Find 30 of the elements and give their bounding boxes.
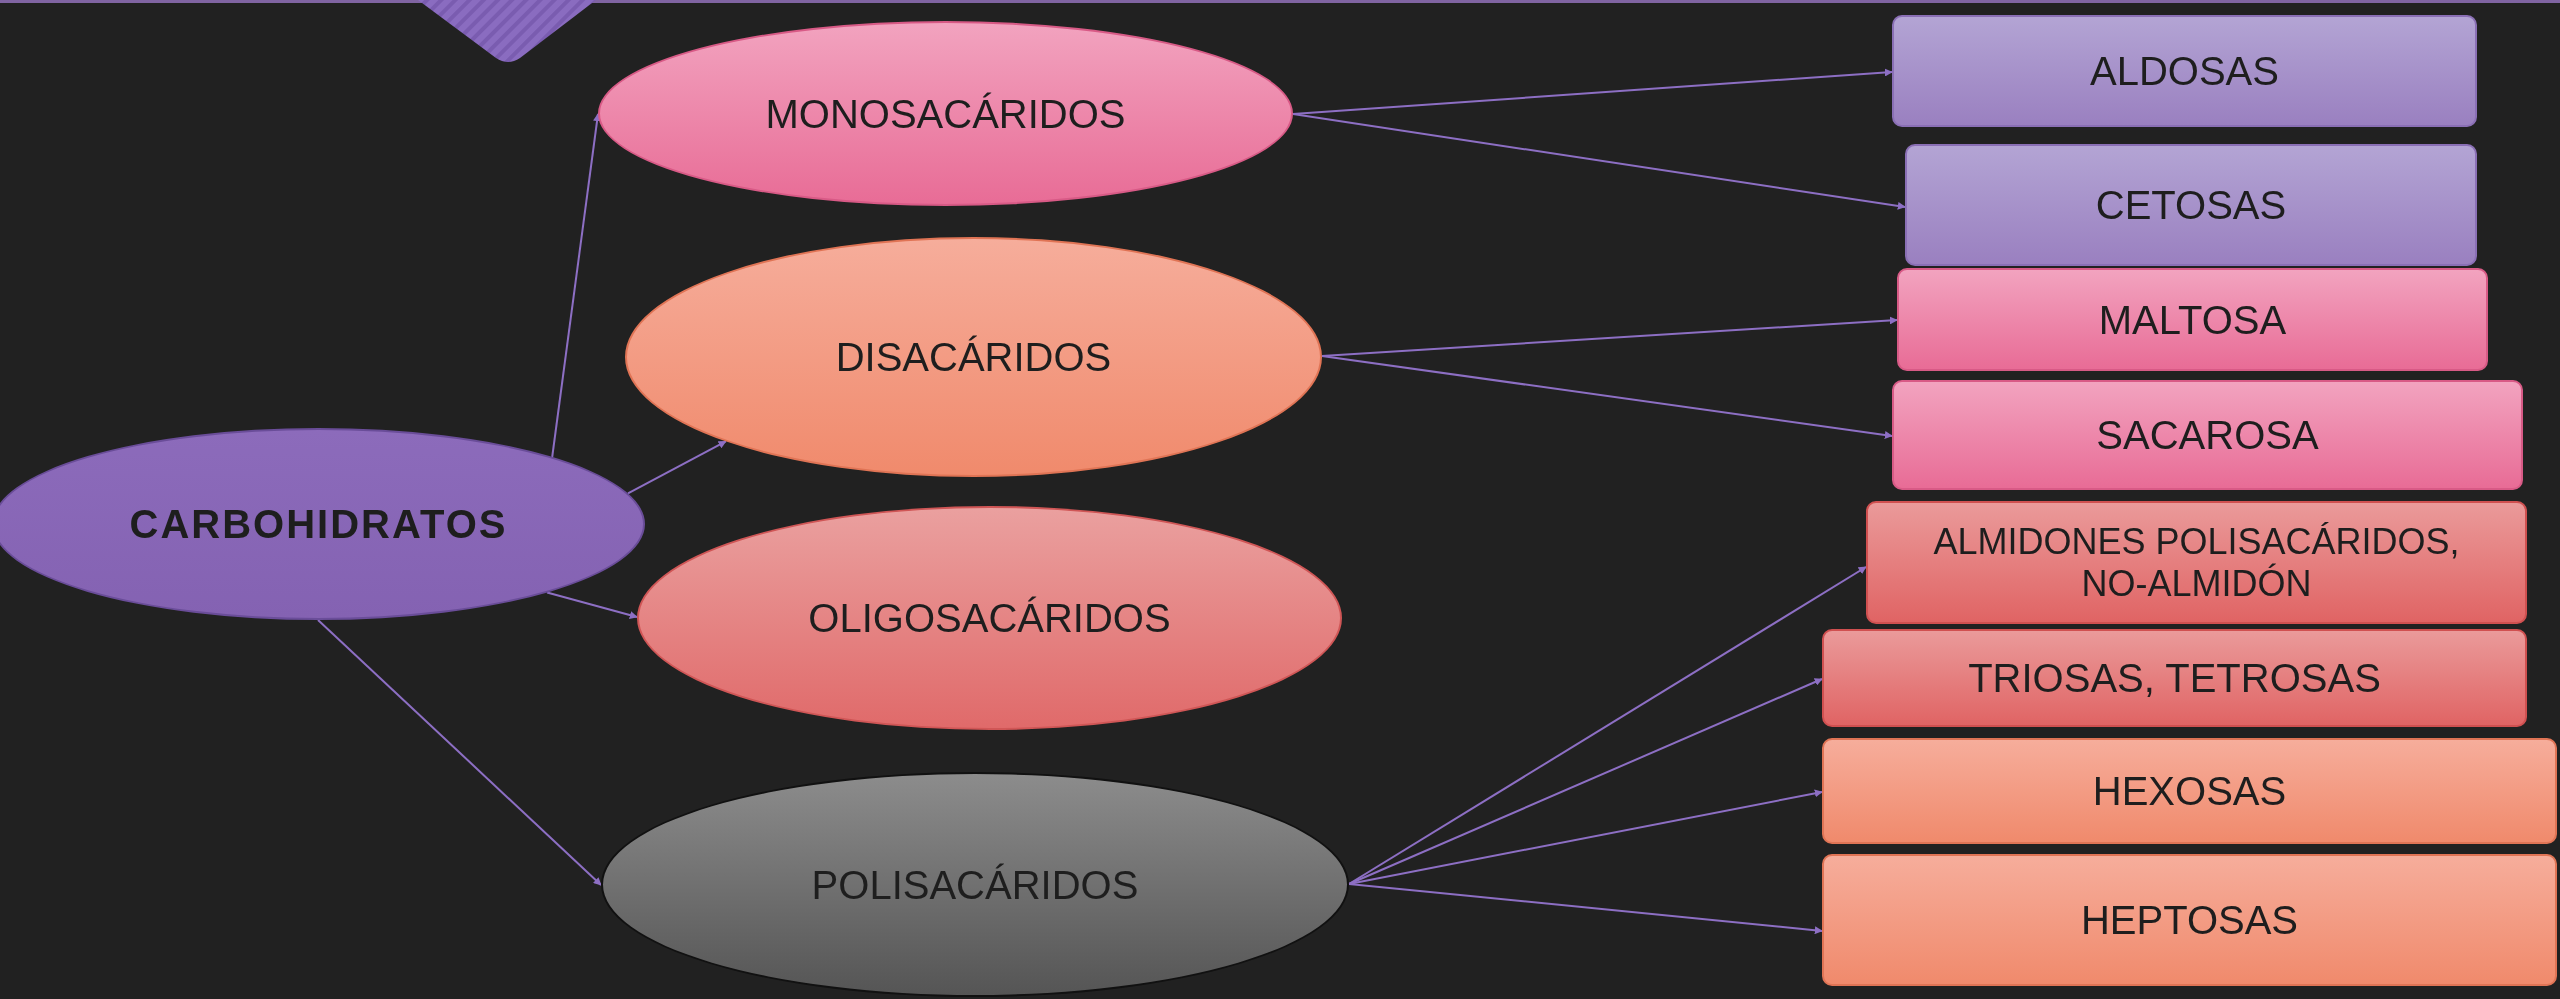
node-label: HEXOSAS <box>2091 768 2288 814</box>
arrow <box>1321 355 1893 439</box>
node-label: POLISACÁRIDOS <box>811 861 1139 908</box>
rounded-box <box>1822 854 2557 986</box>
rounded-box <box>1866 501 2527 624</box>
rounded-box <box>1905 144 2477 266</box>
rounded-box <box>1892 380 2523 490</box>
arrow <box>1292 113 1906 210</box>
rounded-box <box>1822 738 2557 844</box>
rounded-box <box>1892 15 2477 127</box>
arrow <box>1348 678 1823 885</box>
arrow <box>546 591 638 619</box>
node-label: ALDOSAS <box>2089 48 2280 94</box>
node-label: HEPTOSAS <box>2079 897 2300 943</box>
arrow <box>1348 883 1823 935</box>
node-label: MONOSACÁRIDOS <box>765 90 1126 137</box>
node-label: CARBOHIDRATOS <box>129 501 508 547</box>
node-label: ALMIDONES POLISACÁRIDOS, NO-ALMIDÓN <box>1932 521 2461 604</box>
arrow <box>317 619 602 886</box>
node-label: CETOSAS <box>2094 182 2288 228</box>
arrow <box>627 440 727 495</box>
rounded-box <box>1822 629 2527 727</box>
rounded-box <box>1897 268 2488 371</box>
node-label: TRIOSAS, TETROSAS <box>1967 655 2382 701</box>
arrow <box>1348 566 1867 885</box>
node-label: MALTOSA <box>2097 296 2288 343</box>
node-label: SACAROSA <box>2095 412 2320 458</box>
node-label: DISACÁRIDOS <box>835 334 1112 380</box>
arrow <box>551 113 601 458</box>
node-label: OLIGOSACÁRIDOS <box>808 595 1171 641</box>
